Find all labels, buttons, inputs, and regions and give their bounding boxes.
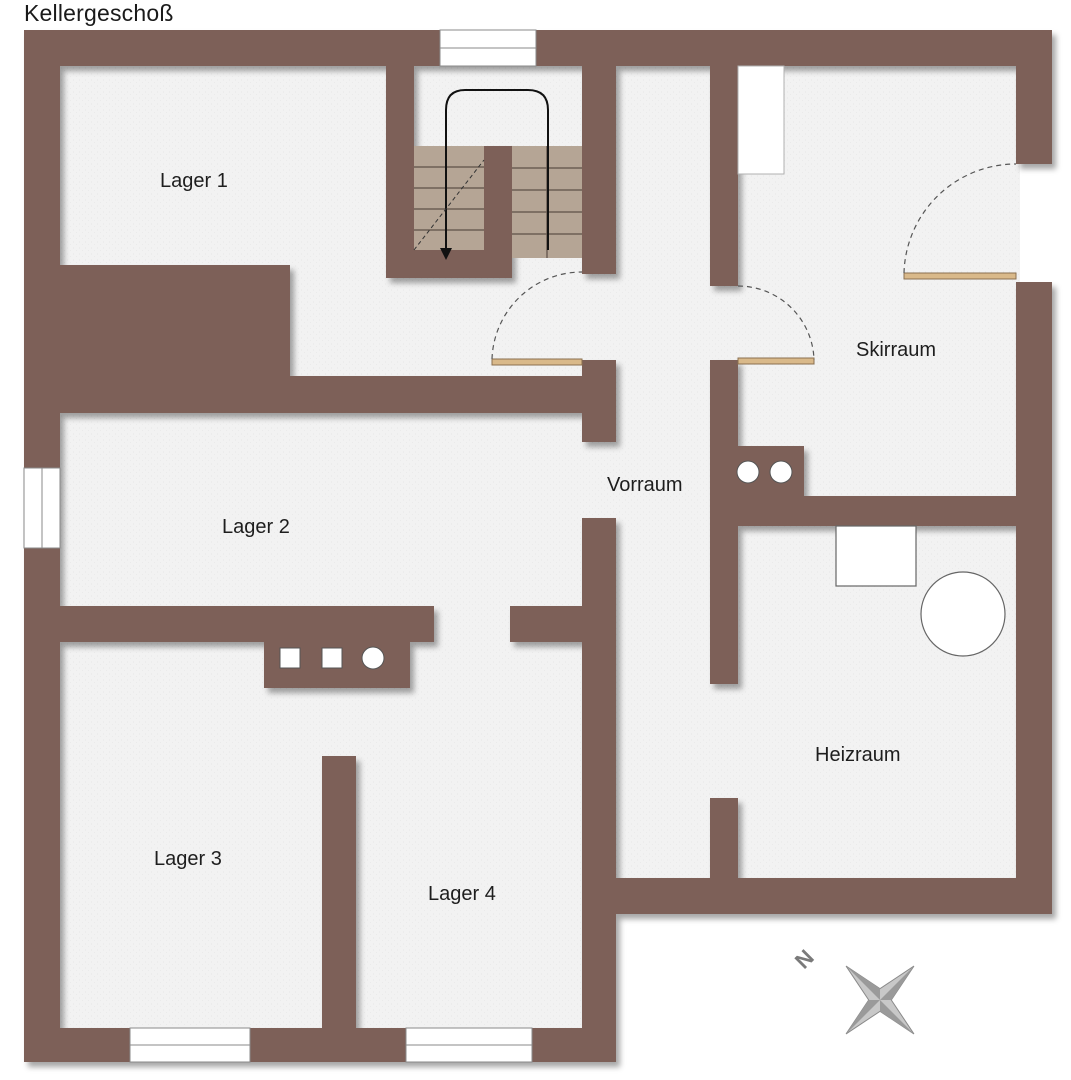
- wall-stair-right: [582, 30, 616, 274]
- water-tank: [920, 571, 1006, 657]
- window-bottom-lager3: [129, 1027, 251, 1063]
- room-label-skirraum: Skirraum: [856, 339, 936, 361]
- room-label-vorraum: Vorraum: [607, 474, 683, 496]
- staircase: [413, 89, 582, 260]
- chimney-circle-icon: [361, 646, 385, 670]
- compass-star-icon: [845, 965, 915, 1035]
- compass-north-label: N: [790, 945, 819, 974]
- door-exterior-skirraum: [903, 163, 1017, 280]
- stair-arrowhead-icon: [440, 248, 452, 260]
- heating-equipment: [835, 525, 1006, 657]
- wall-top: [24, 30, 1052, 66]
- boiler-unit: [835, 525, 917, 587]
- stair-direction-arrow: [445, 89, 549, 250]
- walls: [24, 30, 1052, 1062]
- window-bottom-lager4: [405, 1027, 533, 1063]
- chimney-circle-icon: [736, 460, 760, 484]
- wall-lager1-lager2: [24, 376, 612, 413]
- chimney-circle-icon: [769, 460, 793, 484]
- windows: [23, 29, 785, 1063]
- chimney-square-icon: [321, 647, 343, 669]
- window-top-stair: [439, 29, 537, 67]
- wall-bottom-right: [582, 878, 1052, 914]
- wall-stair-left: [386, 30, 414, 278]
- wall-skirraum-bottom: [710, 496, 1052, 526]
- room-label-lager4: Lager 4: [428, 883, 496, 905]
- wall-right-lower: [1016, 282, 1052, 914]
- door-lager1: [491, 271, 583, 366]
- room-label-lager1: Lager 1: [160, 170, 228, 192]
- window-skirraum-niche: [737, 65, 785, 175]
- room-label-lager2: Lager 2: [222, 516, 290, 538]
- room-label-heizraum: Heizraum: [815, 744, 901, 766]
- doors: [491, 163, 1017, 366]
- wall-lower-right-vert: [582, 518, 616, 1062]
- room-labels: Lager 1 Lager 2 Lager 3 Lager 4 Vorraum …: [154, 170, 936, 905]
- wall-lager2-bottom-right: [510, 606, 616, 642]
- wall-stair-mid: [484, 146, 512, 278]
- window-left-lager2: [23, 467, 61, 549]
- wall-vert-upper: [710, 30, 738, 286]
- chimneys: [279, 460, 793, 670]
- chimney-square-icon: [279, 647, 301, 669]
- door-skirraum: [737, 285, 815, 365]
- wall-heizraum-stub: [710, 798, 738, 914]
- wall-corridor-stub: [582, 360, 616, 442]
- plan-title: Kellergeschoß: [24, 0, 174, 26]
- wall-lager3-lager4: [322, 756, 356, 1062]
- wall-right-upper: [1016, 30, 1052, 164]
- wall-chimney-block-left: [264, 606, 410, 688]
- room-label-lager3: Lager 3: [154, 848, 222, 870]
